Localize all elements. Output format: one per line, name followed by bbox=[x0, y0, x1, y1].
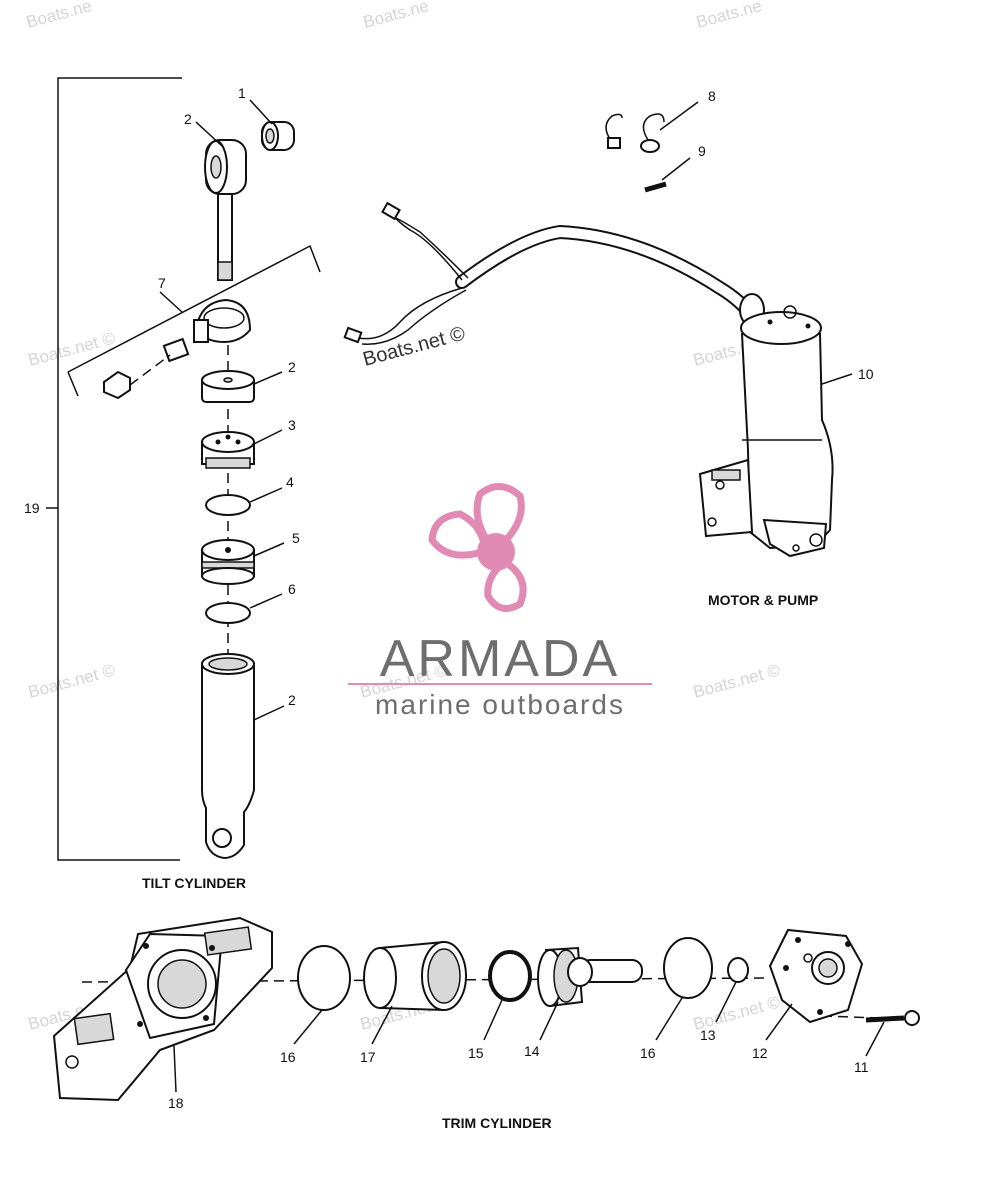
watermark: Boats.net © bbox=[26, 328, 117, 370]
callout-2c: 2 bbox=[288, 692, 296, 708]
propeller-logo-icon bbox=[428, 483, 527, 612]
end-cap-part-12 bbox=[768, 928, 864, 1024]
callout-2: 2 bbox=[184, 111, 192, 127]
watermark: Boats.net © bbox=[691, 660, 782, 702]
bolt-part-11 bbox=[865, 1010, 920, 1026]
motor-pump-caption: MOTOR & PUMP bbox=[708, 592, 818, 608]
callout-14: 14 bbox=[524, 1043, 540, 1059]
callout-6: 6 bbox=[288, 581, 296, 597]
washer-part-2 bbox=[201, 370, 255, 403]
piston-part-5 bbox=[201, 539, 255, 585]
o-ring-part-16b bbox=[663, 937, 713, 999]
callout-10: 10 bbox=[858, 366, 874, 382]
motor-pump-assembly: 10 MOTOR & PUMP bbox=[343, 201, 874, 608]
callout-16b: 16 bbox=[640, 1045, 656, 1061]
callout-18: 18 bbox=[168, 1095, 184, 1111]
watermarks: Boats.ne Boats.ne Boats.ne Boats.net © B… bbox=[24, 0, 782, 1034]
sleeve-part-17 bbox=[363, 940, 467, 1012]
brand-name: ARMADA bbox=[380, 630, 620, 688]
watermark-corner: Boats.ne bbox=[24, 0, 94, 32]
armada-logo: ARMADA marine outboards bbox=[348, 483, 652, 720]
o-ring-part-4 bbox=[205, 494, 251, 516]
wiring-parts: 8 9 bbox=[605, 88, 716, 193]
callout-12: 12 bbox=[752, 1045, 768, 1061]
callout-16a: 16 bbox=[280, 1049, 296, 1065]
callout-4: 4 bbox=[286, 474, 294, 490]
callout-3: 3 bbox=[288, 417, 296, 433]
trim-cylinder-caption: TRIM CYLINDER bbox=[442, 1115, 552, 1131]
cylinder-body-part-2 bbox=[201, 653, 255, 860]
check-ball-part-13 bbox=[727, 957, 749, 983]
cap-part-3 bbox=[201, 431, 255, 469]
wire-lead-part-8a bbox=[605, 113, 623, 143]
callout-19: 19 bbox=[24, 500, 40, 516]
callout-13: 13 bbox=[700, 1027, 716, 1043]
screw-part-9 bbox=[644, 181, 667, 193]
bushing-part-1 bbox=[261, 121, 295, 151]
callout-5: 5 bbox=[292, 530, 300, 546]
trim-cylinder-assembly: 18 16 17 15 14 16 bbox=[52, 916, 920, 1131]
callout-7: 7 bbox=[158, 275, 166, 291]
watermark: Boats.net © bbox=[26, 660, 117, 702]
group-bracket bbox=[57, 77, 182, 861]
watermark-corner: Boats.ne bbox=[361, 0, 431, 32]
callout-11: 11 bbox=[854, 1059, 869, 1075]
pivot-rod-part-2 bbox=[204, 139, 247, 281]
callout-9: 9 bbox=[698, 143, 706, 159]
callout-2b: 2 bbox=[288, 359, 296, 375]
callout-15: 15 bbox=[468, 1045, 484, 1061]
callout-17: 17 bbox=[360, 1049, 376, 1065]
o-ring-part-16a bbox=[297, 945, 351, 1011]
o-ring-part-6 bbox=[205, 602, 251, 624]
trim-body-part-18 bbox=[52, 916, 273, 1102]
watermark-main: Boats.net © bbox=[361, 322, 468, 370]
tilt-cylinder-assembly: 19 1 2 7 bbox=[24, 77, 321, 891]
callout-8: 8 bbox=[708, 88, 716, 104]
watermark-corner: Boats.ne bbox=[694, 0, 764, 32]
clamp-part-7 bbox=[103, 298, 252, 400]
ring-part-15 bbox=[488, 950, 532, 1002]
callout-1: 1 bbox=[238, 85, 246, 101]
piston-rod-part-14 bbox=[537, 946, 643, 1008]
motor-housing-part-10 bbox=[740, 333, 834, 550]
brand-tagline: marine outboards bbox=[375, 689, 625, 720]
wire-lead-part-8b bbox=[642, 113, 665, 141]
tilt-cylinder-caption: TILT CYLINDER bbox=[142, 875, 246, 891]
